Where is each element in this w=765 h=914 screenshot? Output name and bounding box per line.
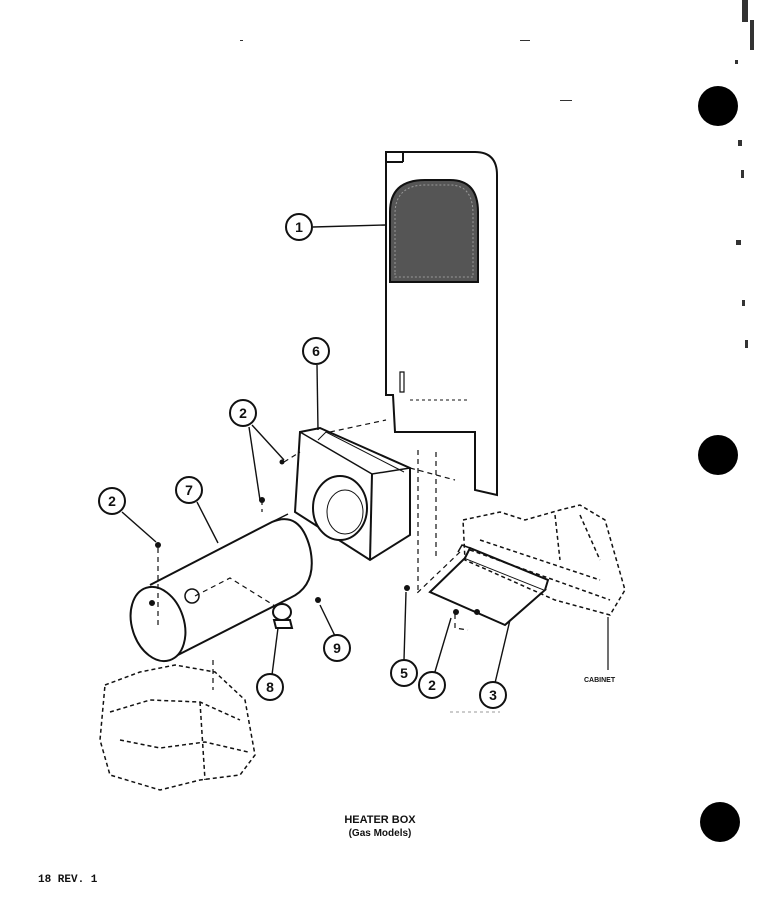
callout-8: 8 bbox=[256, 673, 284, 701]
svg-text:1: 1 bbox=[295, 219, 303, 235]
svg-text:3: 3 bbox=[489, 687, 497, 703]
svg-text:2: 2 bbox=[428, 677, 436, 693]
svg-text:7: 7 bbox=[185, 482, 193, 498]
part-3-bracket bbox=[428, 546, 550, 627]
callout-leaders bbox=[121, 224, 511, 684]
binder-hole-bottom bbox=[700, 802, 740, 842]
page-reference: 18 REV. 1 bbox=[38, 874, 98, 886]
part-6-duct-adapter bbox=[293, 426, 411, 562]
part-1-rear-panel bbox=[385, 151, 498, 497]
callout-6: 6 bbox=[302, 337, 330, 365]
callout-9: 9 bbox=[323, 634, 351, 662]
svg-text:9: 9 bbox=[333, 640, 341, 656]
diagram-subtitle: (Gas Models) bbox=[348, 828, 412, 839]
callout-2-upper: 2 bbox=[229, 399, 257, 427]
part-9-screw bbox=[315, 597, 321, 603]
part-1-vent-grille bbox=[389, 179, 479, 283]
svg-text:8: 8 bbox=[266, 679, 274, 695]
cabinet-label: CABINET bbox=[584, 677, 616, 684]
callout-3: 3 bbox=[479, 681, 507, 709]
svg-text:6: 6 bbox=[312, 343, 320, 359]
base-housing bbox=[99, 664, 256, 791]
svg-text:2: 2 bbox=[108, 493, 116, 509]
svg-text:5: 5 bbox=[400, 665, 408, 681]
binder-hole-top bbox=[698, 86, 738, 126]
diagram-title: HEATER BOX bbox=[344, 814, 416, 826]
scan-noise bbox=[240, 0, 754, 348]
assembly-leaders bbox=[157, 419, 469, 690]
callout-2-lower: 2 bbox=[418, 671, 446, 699]
cabinet-base bbox=[457, 504, 626, 616]
callout-1: 1 bbox=[285, 213, 313, 241]
part-7-burner-tube bbox=[129, 513, 313, 663]
callout-7: 7 bbox=[175, 476, 203, 504]
callout-2-left: 2 bbox=[98, 487, 126, 515]
screws bbox=[155, 459, 459, 615]
binder-hole-middle bbox=[698, 435, 738, 475]
callout-5: 5 bbox=[390, 659, 418, 687]
svg-text:2: 2 bbox=[239, 405, 247, 421]
part-8-ignitor bbox=[272, 603, 294, 629]
